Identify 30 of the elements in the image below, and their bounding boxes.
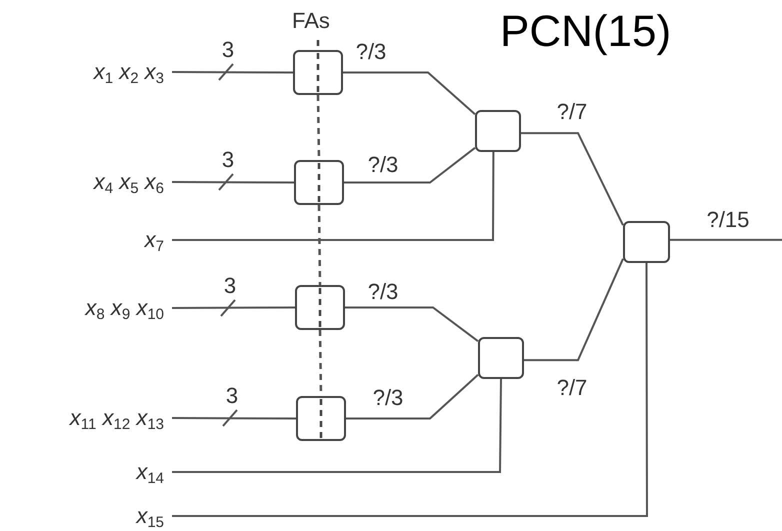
wire <box>172 417 296 420</box>
wire <box>521 132 624 226</box>
wire <box>172 263 648 517</box>
input-label: x$_{14}$ <box>5 458 172 486</box>
adder-box <box>294 160 344 205</box>
adder-box <box>295 285 345 330</box>
adder-box <box>623 221 670 263</box>
wire <box>343 72 476 115</box>
wire <box>172 152 494 241</box>
input-label: x$_{1}$ x$_{2}$ x$_{3}$ <box>5 58 172 86</box>
adder-box <box>296 396 346 441</box>
adder-box <box>478 337 524 379</box>
wire <box>670 238 782 241</box>
dashed-line <box>318 204 322 286</box>
wire <box>524 258 624 362</box>
wire <box>172 71 293 74</box>
wire <box>172 306 295 309</box>
wire <box>346 374 479 420</box>
title: PCN(15) <box>500 10 672 54</box>
adder-box <box>475 110 521 152</box>
wire <box>172 378 502 473</box>
wire <box>172 181 294 184</box>
input-label: x$_{4}$ x$_{5}$ x$_{6}$ <box>5 168 172 196</box>
adder-box <box>293 50 343 95</box>
input-label: x$_{15}$ <box>5 504 172 528</box>
input-label: x$_{11}$ x$_{12}$ x$_{13}$ <box>5 404 172 432</box>
wire <box>345 306 479 342</box>
input-label: x$_{7}$ <box>5 226 172 254</box>
input-label: x$_{8}$ x$_{9}$ x$_{10}$ <box>5 294 172 322</box>
wire <box>344 147 476 184</box>
